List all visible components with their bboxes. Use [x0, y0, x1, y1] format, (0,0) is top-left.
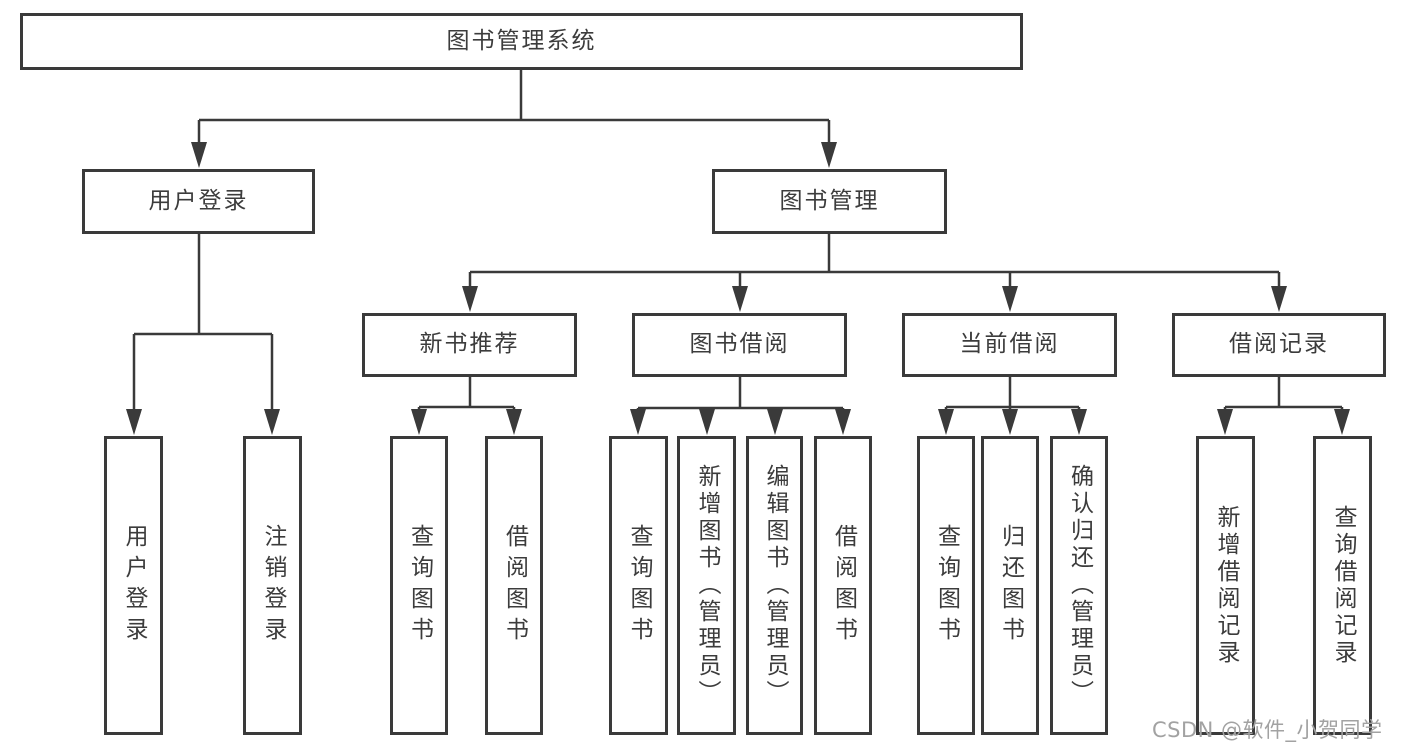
- arrowhead: [821, 142, 837, 168]
- arrowhead: [191, 142, 207, 168]
- leaf-user-login: 用户登录: [104, 436, 163, 735]
- connector-book-borrowing-to-children: [636, 377, 845, 410]
- node-label: 当前借阅: [959, 331, 1060, 358]
- arrowhead: [767, 409, 783, 435]
- arrowhead: [264, 409, 280, 435]
- leaf-query-books-recommend: 查询图书: [390, 436, 448, 735]
- leaf-borrow-books-recommend: 借阅图书: [485, 436, 543, 735]
- node-new-book-recommend: 新书推荐: [362, 313, 577, 377]
- node-label: 归还图书: [997, 523, 1024, 648]
- node-current-borrowing: 当前借阅: [902, 313, 1117, 377]
- node-label: 新书推荐: [419, 331, 520, 358]
- arrowhead: [506, 409, 522, 435]
- arrowhead: [938, 409, 954, 435]
- arrowhead: [411, 409, 427, 435]
- node-label: 查询图书: [626, 523, 652, 648]
- node-label: 注销登录: [260, 523, 286, 648]
- leaf-query-books-borrowing: 查询图书: [609, 436, 668, 735]
- arrowhead: [630, 409, 646, 435]
- arrowhead: [1002, 409, 1018, 435]
- node-user-login: 用户登录: [82, 169, 315, 234]
- leaf-edit-book-admin: 编辑图书（管理员）: [746, 436, 803, 735]
- leaf-add-borrow-record: 新增借阅记录: [1196, 436, 1255, 735]
- node-label: 图书借阅: [689, 331, 790, 358]
- leaf-add-book-admin: 新增图书（管理员）: [677, 436, 736, 735]
- connector-book-management-to-children: [468, 234, 1281, 287]
- node-label: 确认归还（管理员）: [1066, 464, 1093, 707]
- connector-arrowheads: [126, 142, 1350, 435]
- node-label: 查询借阅记录: [1330, 504, 1356, 667]
- arrowhead: [126, 409, 142, 435]
- arrowhead: [1002, 286, 1018, 312]
- arrowhead: [699, 409, 715, 435]
- connector-borrowing-records-to-children: [1223, 377, 1344, 410]
- node-label: 查询图书: [933, 523, 960, 648]
- node-label: 借阅图书: [501, 523, 528, 648]
- node-library-management-system: 图书管理系统: [20, 13, 1023, 70]
- node-book-borrowing: 图书借阅: [632, 313, 847, 377]
- node-label: 新增借阅记录: [1213, 504, 1239, 667]
- node-label: 用户登录: [148, 187, 249, 214]
- arrowhead: [732, 286, 748, 312]
- leaf-borrow-books-borrowing: 借阅图书: [814, 436, 872, 735]
- connector-current-borrowing-to-children: [944, 377, 1081, 410]
- arrowhead: [1334, 409, 1350, 435]
- node-label: 借阅记录: [1229, 331, 1329, 358]
- arrowhead: [462, 286, 478, 312]
- node-borrowing-records: 借阅记录: [1172, 313, 1386, 377]
- leaf-logout: 注销登录: [243, 436, 302, 735]
- node-label: 编辑图书（管理员）: [762, 464, 788, 707]
- node-label: 借阅图书: [830, 523, 857, 648]
- arrowhead: [1071, 409, 1087, 435]
- arrowhead: [835, 409, 851, 435]
- connector-new-book-recommend-to-children: [417, 377, 516, 410]
- connector-lines: [132, 70, 1344, 410]
- leaf-return-books: 归还图书: [981, 436, 1039, 735]
- leaf-query-books-current: 查询图书: [917, 436, 975, 735]
- watermark: CSDN @软件_小贺同学: [1152, 718, 1383, 742]
- node-label: 查询图书: [406, 523, 433, 648]
- arrowhead: [1217, 409, 1233, 435]
- arrowhead: [1271, 286, 1287, 312]
- leaf-query-borrow-record: 查询借阅记录: [1313, 436, 1372, 735]
- node-book-management: 图书管理: [712, 169, 947, 234]
- connector-user-login-to-children: [132, 233, 274, 410]
- node-label: 图书管理系统: [446, 27, 597, 54]
- connector-root-to-level2: [197, 70, 831, 143]
- node-label: 图书管理: [779, 187, 880, 214]
- node-label: 用户登录: [121, 523, 147, 648]
- node-label: 新增图书（管理员）: [694, 464, 720, 707]
- leaf-confirm-return-admin: 确认归还（管理员）: [1050, 436, 1108, 735]
